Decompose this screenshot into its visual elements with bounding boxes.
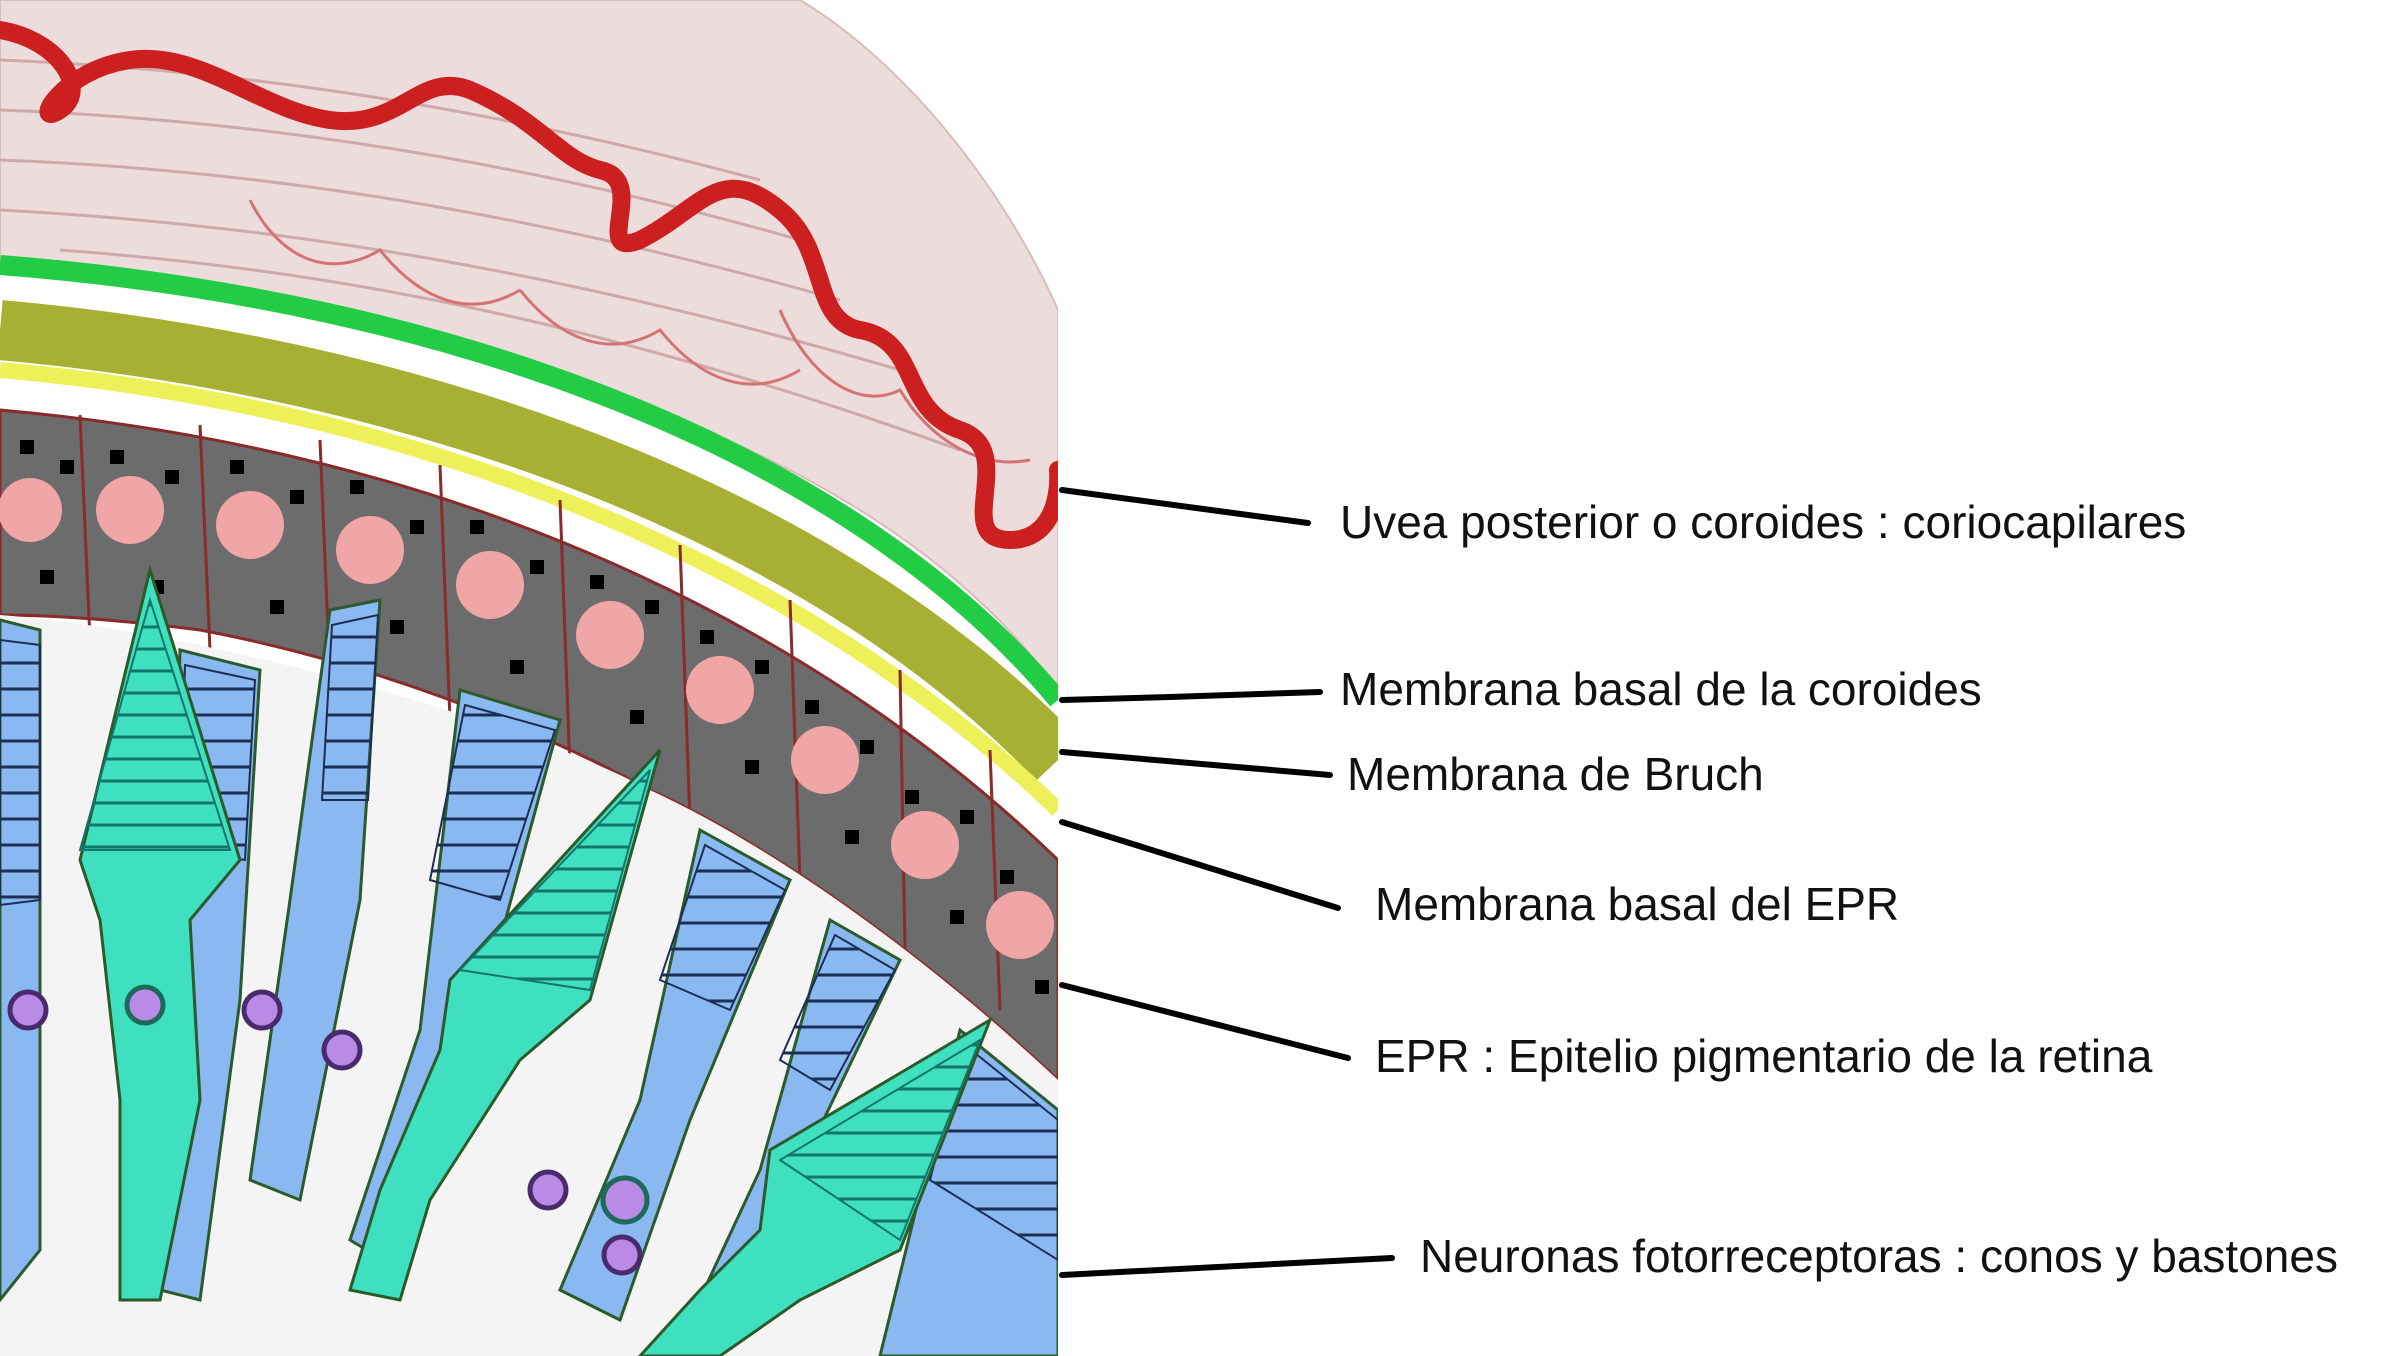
leader-line-epr bbox=[1059, 982, 1351, 1061]
leader-lines bbox=[1059, 487, 1395, 1278]
epr-basal-membrane bbox=[0, 362, 1058, 816]
label-basal-coroides: Membrana basal de la coroides bbox=[1340, 663, 1982, 715]
cone-outer-segments bbox=[78, 596, 983, 1242]
bruch-membrane bbox=[0, 300, 1058, 781]
label-uvea: Uvea posterior o coroides : coriocapilar… bbox=[1340, 496, 2186, 548]
retina-illustration bbox=[0, 0, 1058, 1356]
cone-nuclei bbox=[124, 984, 650, 1225]
leader-line-basal-coroides bbox=[1059, 689, 1323, 703]
epr-nuclei bbox=[0, 476, 1054, 959]
label-bruch: Membrana de Bruch bbox=[1347, 748, 1764, 800]
leader-line-bruch bbox=[1059, 749, 1333, 778]
leader-line-fotorreceptoras bbox=[1059, 1255, 1395, 1278]
label-fotorreceptoras: Neuronas fotorreceptoras : conos y basto… bbox=[1420, 1230, 2338, 1282]
labels: Uvea posterior o coroides : coriocapilar… bbox=[1340, 496, 2338, 1282]
label-epr: EPR : Epitelio pigmentario de la retina bbox=[1375, 1030, 2153, 1082]
leader-line-uvea bbox=[1059, 487, 1311, 526]
leader-line-basal-epr bbox=[1059, 819, 1341, 911]
basal-membrane-coroides bbox=[0, 255, 1058, 707]
choroid-vessel bbox=[0, 21, 1058, 550]
label-basal-epr: Membrana basal del EPR bbox=[1375, 878, 1899, 930]
